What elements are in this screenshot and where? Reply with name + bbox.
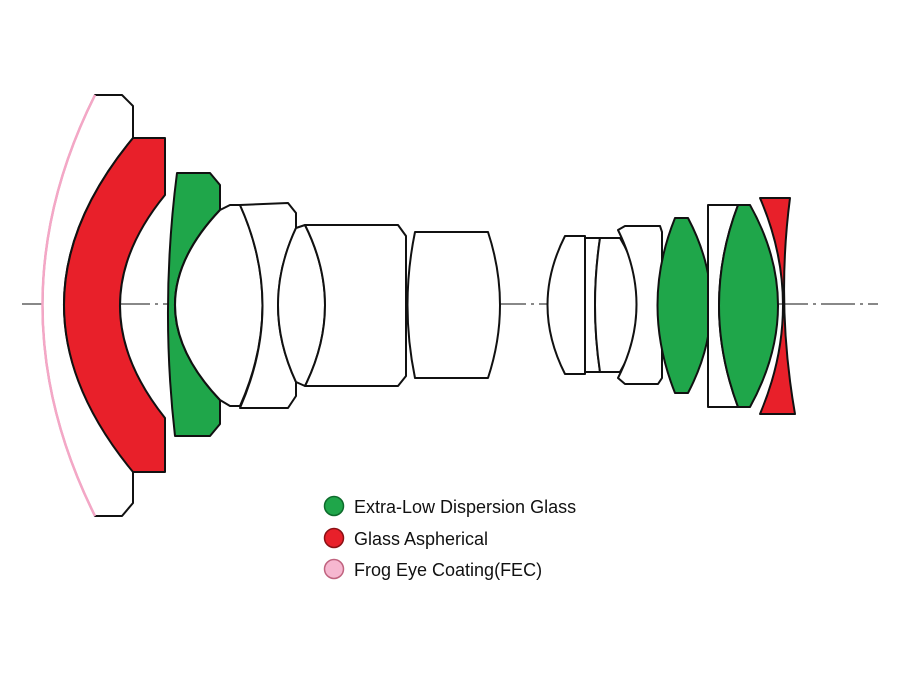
ed-swatch: [323, 495, 345, 517]
lens-element-7: [304, 224, 407, 387]
lens-element-8: [406, 231, 501, 379]
lens-element-15-ed: [718, 204, 779, 408]
legend-item-aspherical: Glass Aspherical: [323, 527, 488, 549]
fec-swatch: [323, 558, 345, 580]
lens-element-2-aspherical: [63, 137, 166, 473]
legend-label-aspherical: Glass Aspherical: [354, 529, 488, 549]
lens-element-13-ed: [656, 217, 712, 394]
legend-label-fec: Frog Eye Coating(FEC): [354, 560, 542, 580]
legend: Extra-Low Dispersion Glass Glass Aspheri…: [323, 495, 576, 580]
legend-item-fec: Frog Eye Coating(FEC): [323, 558, 542, 580]
lens-element-9: [546, 235, 586, 375]
legend-item-ed: Extra-Low Dispersion Glass: [323, 495, 576, 517]
aspherical-swatch: [323, 527, 345, 549]
legend-label-ed: Extra-Low Dispersion Glass: [354, 497, 576, 517]
lens-element-16-aspherical: [759, 197, 796, 415]
fec-coating: [41, 94, 97, 517]
